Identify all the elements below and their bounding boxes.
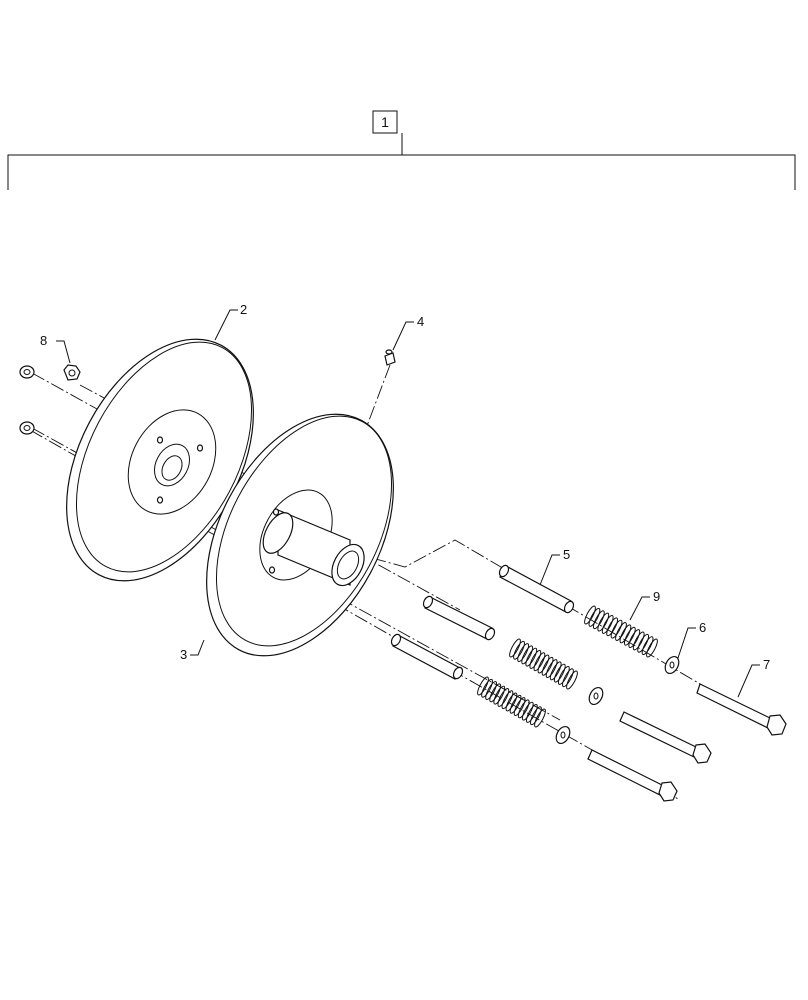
spring-coil <box>623 626 636 646</box>
spring-coil <box>615 622 627 641</box>
spring-coil <box>481 678 493 698</box>
spring-coil <box>610 619 623 639</box>
spring-coil <box>533 652 546 672</box>
spring-coil <box>597 612 610 632</box>
disc-part-2 <box>66 338 254 582</box>
spring-coil <box>628 629 641 649</box>
bolt-lower-1 <box>619 711 712 764</box>
spring-coil <box>549 661 562 681</box>
spring-coil <box>619 624 632 644</box>
spring-coil <box>588 607 601 627</box>
grease-fitting-part-4 <box>384 349 396 366</box>
spring-coil <box>509 638 521 658</box>
spring-coil <box>525 703 538 723</box>
bolt-part-7 <box>696 683 787 736</box>
spring-coil <box>521 645 534 665</box>
spring-coil <box>562 668 574 688</box>
spring-lower <box>477 676 546 728</box>
spring-coil <box>525 647 538 667</box>
springs-part-9 <box>477 605 658 728</box>
callout-6: 6 <box>699 620 706 635</box>
sleeve-lower-1 <box>422 595 496 641</box>
spring-coil <box>637 633 650 653</box>
callout-8: 8 <box>40 333 47 348</box>
spring-coil <box>497 687 510 707</box>
spring-coil <box>632 631 645 651</box>
spring-coil <box>509 694 522 714</box>
spring-coil <box>485 681 498 701</box>
spring-coil <box>592 610 605 630</box>
spring-coil <box>493 685 506 705</box>
sleeve-lower-2 <box>390 633 464 680</box>
spring-coil <box>517 699 530 719</box>
spring-coil <box>646 638 658 658</box>
spring-coil <box>517 643 530 663</box>
spring-coil <box>521 701 534 721</box>
spring-coil <box>606 617 619 637</box>
spring-coil <box>601 614 614 634</box>
spring-coil <box>534 708 546 728</box>
callout-5: 5 <box>563 547 570 562</box>
spring-coil <box>505 692 518 712</box>
spring-coil <box>477 676 489 696</box>
callout-3: 3 <box>180 647 187 662</box>
disc-part-3 <box>206 413 394 657</box>
spring-coil <box>530 706 542 726</box>
spring-coil <box>529 649 542 669</box>
assembly-callout-1: 1 <box>381 114 389 130</box>
spring-coil <box>513 640 525 660</box>
callout-4: 4 <box>417 314 424 329</box>
callout-leaders <box>56 309 760 698</box>
spring-coil <box>489 683 502 703</box>
sleeve-part-5 <box>498 564 575 614</box>
spring-coil <box>641 636 654 656</box>
spring-upper <box>584 605 658 658</box>
spring-coil <box>513 697 526 717</box>
assembly-bracket: 1 <box>7 110 796 190</box>
spring-coil <box>501 690 514 710</box>
spring-coil <box>545 659 558 679</box>
spring-coil <box>541 656 554 676</box>
spring-coil <box>584 605 596 625</box>
callout-2: 2 <box>240 302 247 317</box>
spring-coil <box>553 663 566 683</box>
washer-part-6 <box>555 655 680 745</box>
spring-coil <box>566 670 578 690</box>
callout-9: 9 <box>653 589 660 604</box>
callout-7: 7 <box>763 657 770 672</box>
nut-part-8 <box>19 364 81 435</box>
spring-coil <box>557 665 570 685</box>
spring-middle <box>509 638 578 690</box>
bolt-lower-2 <box>587 749 678 802</box>
spring-coil <box>537 654 550 674</box>
